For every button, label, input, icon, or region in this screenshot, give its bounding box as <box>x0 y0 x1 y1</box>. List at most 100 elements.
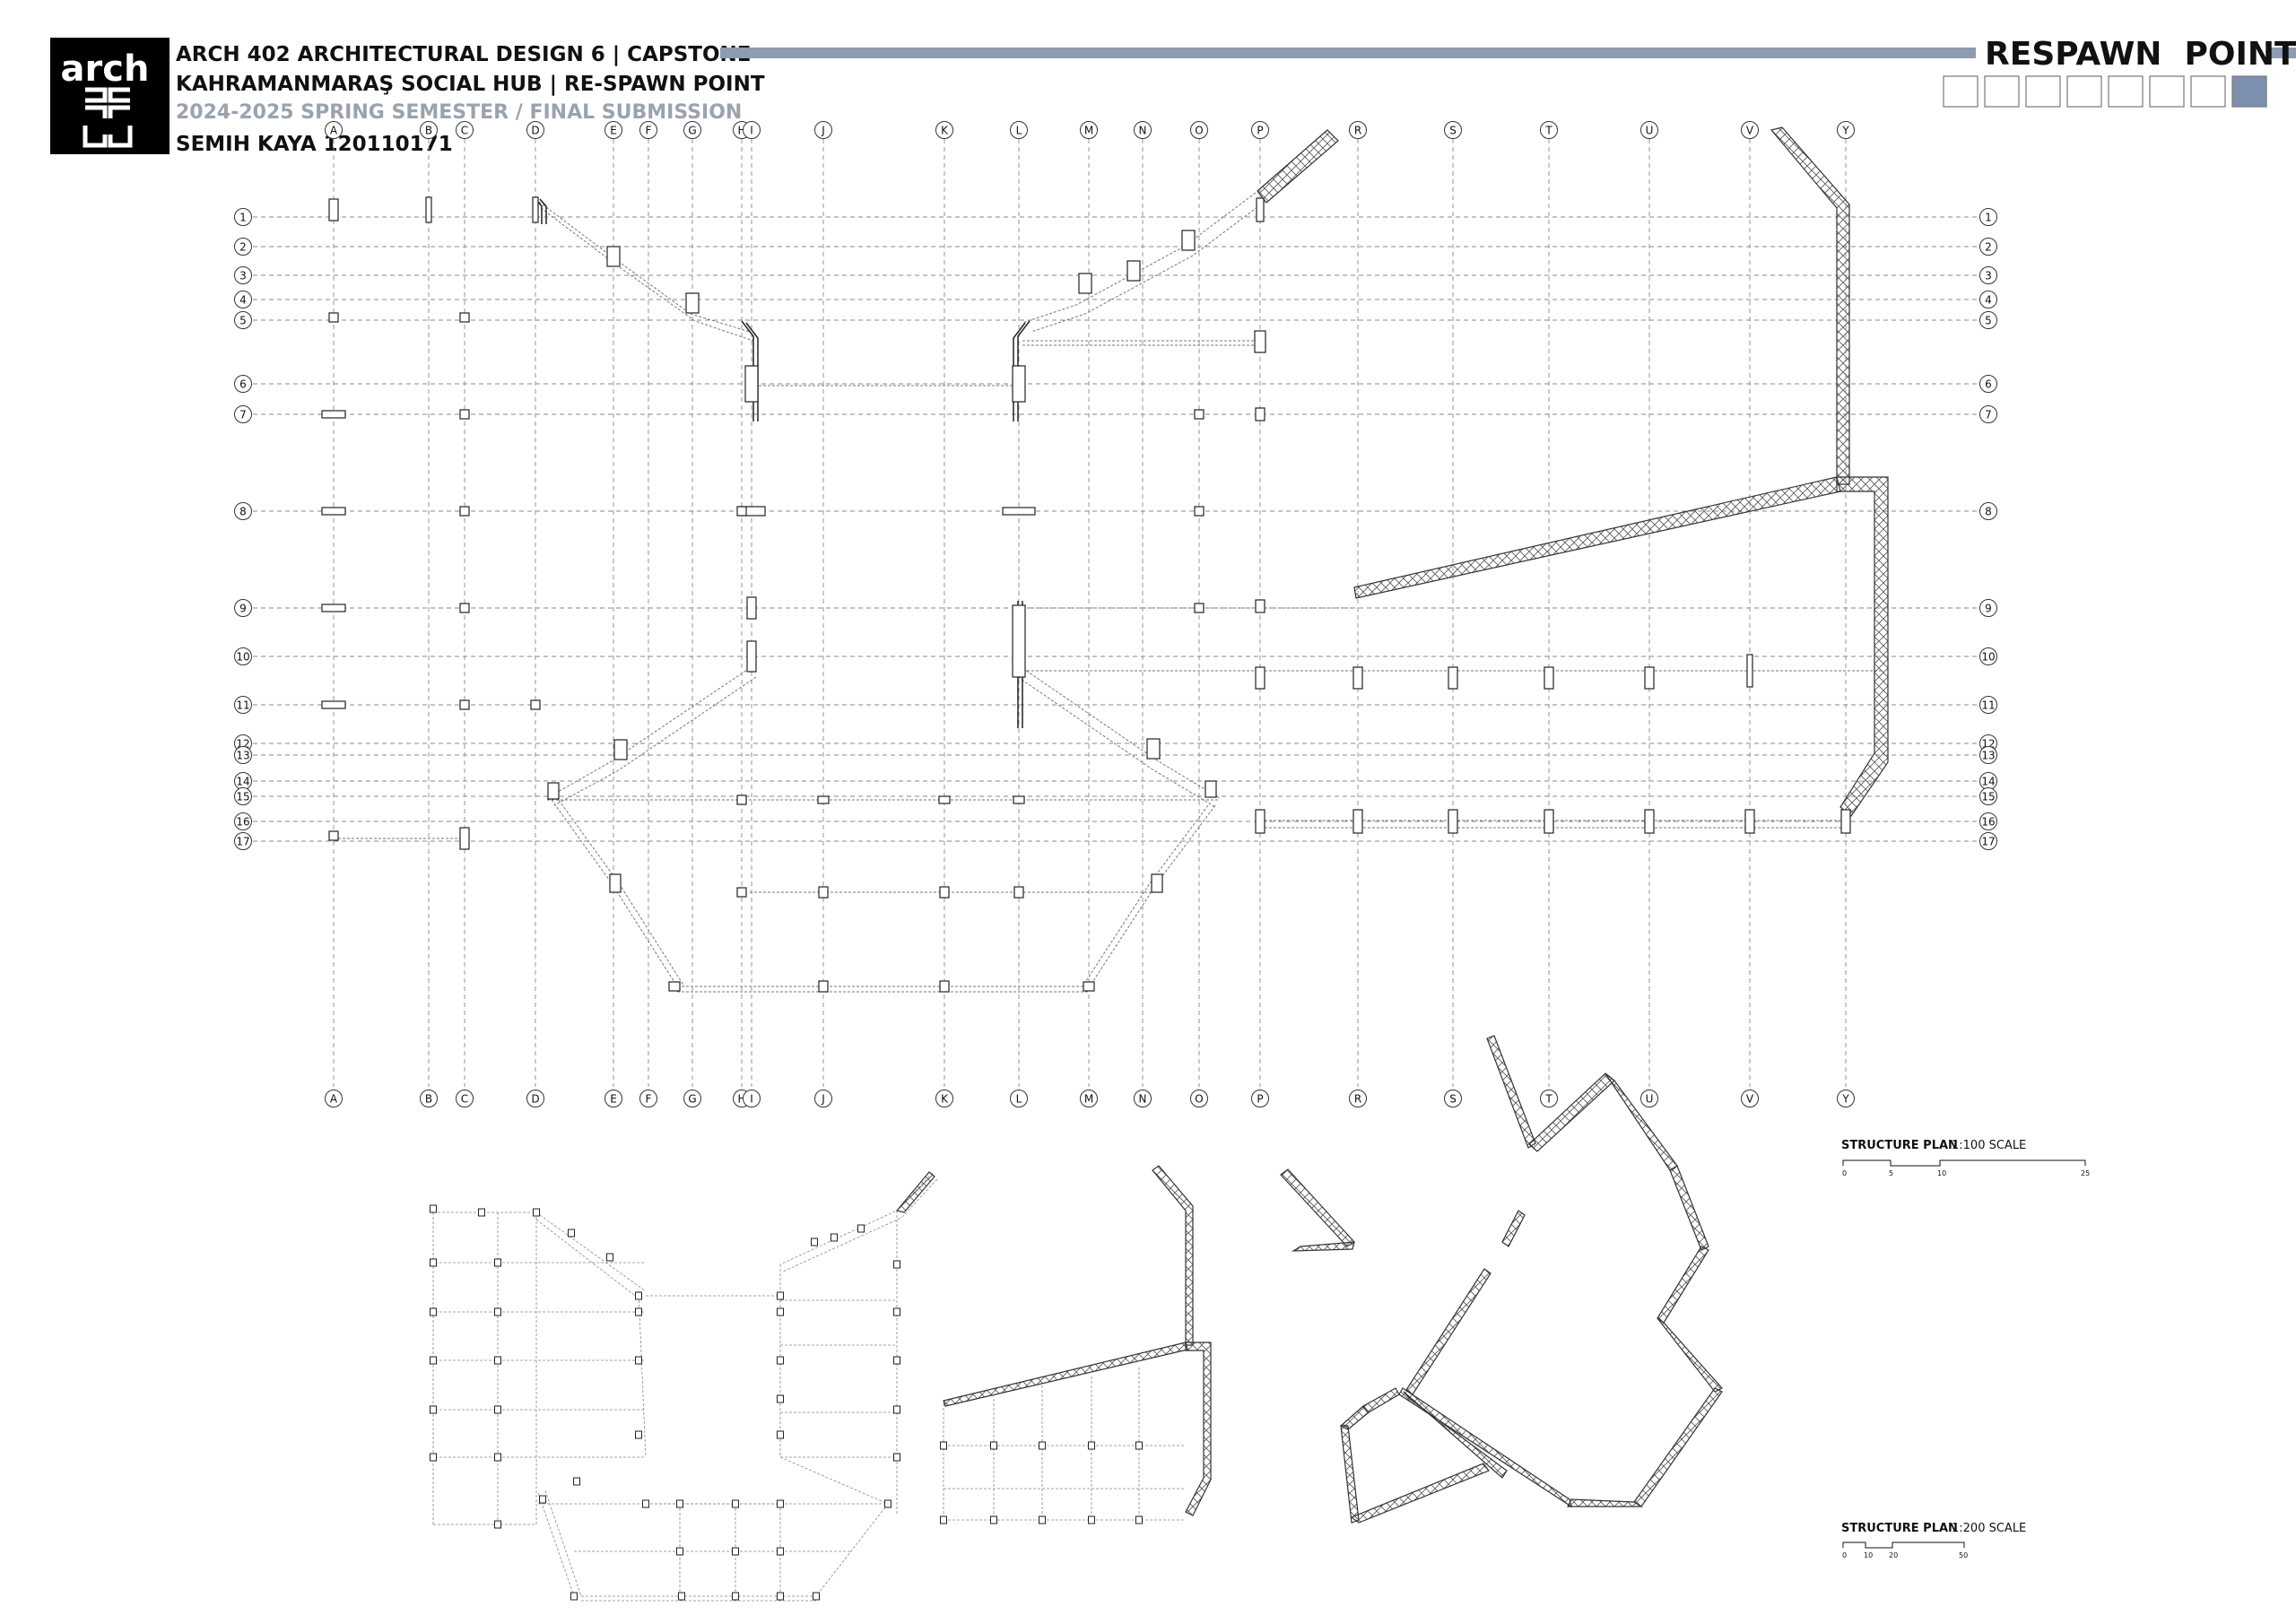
column <box>939 886 950 899</box>
grid-bubble-10-right <box>1979 647 1997 665</box>
column <box>813 1592 820 1601</box>
grid-bubble-J-bottom <box>814 1090 832 1107</box>
column <box>893 1307 900 1316</box>
column <box>1255 666 1265 690</box>
column <box>1078 273 1092 294</box>
column <box>736 506 747 517</box>
column <box>1083 981 1095 992</box>
grid-label-Y: Y <box>1841 1093 1849 1106</box>
column <box>494 1356 501 1365</box>
column <box>430 1356 437 1365</box>
grid-label-3: 3 <box>239 270 247 282</box>
column <box>1181 230 1196 251</box>
column <box>857 1224 865 1233</box>
column <box>570 1592 578 1601</box>
grid-bubble-P-top <box>1251 121 1269 139</box>
column <box>1205 780 1217 798</box>
grid-label-10: 10 <box>236 651 249 664</box>
column <box>777 1592 784 1601</box>
scale-1-tick-1: 5 <box>1889 1169 1893 1177</box>
column <box>494 1405 501 1414</box>
grid-label-4: 4 <box>239 294 247 307</box>
grid-label-H: H <box>737 125 745 137</box>
grid-label-13: 13 <box>236 750 249 762</box>
column <box>1013 795 1025 804</box>
sheet-box-8 <box>2231 75 2267 108</box>
header-line-2: KAHRAMANMARAŞ SOCIAL HUB | RE-SPAWN POIN… <box>176 73 765 96</box>
grid-bubble-16-left <box>234 812 252 830</box>
grid-bubble-V-bottom <box>1741 1090 1759 1107</box>
column <box>1135 1515 1143 1524</box>
grid-label-D: D <box>531 125 539 137</box>
grid-bubble-Y-bottom <box>1837 1090 1855 1107</box>
grid-bubble-D-top <box>526 121 544 139</box>
logo-text: arch <box>61 48 150 90</box>
grid-label-5: 5 <box>1985 315 1992 327</box>
sheet-index-boxes <box>1943 75 2267 108</box>
column <box>893 1453 900 1462</box>
grid-bubble-B-top <box>420 121 438 139</box>
grid-bubble-C-top <box>456 121 474 139</box>
accent-bar <box>720 48 1976 58</box>
grid-bubble-8-right <box>1979 502 1997 520</box>
column <box>1126 260 1141 282</box>
sheet-box-5 <box>2108 75 2144 108</box>
column <box>635 1356 642 1365</box>
column <box>1012 604 1026 678</box>
column <box>668 981 681 992</box>
column <box>676 1547 683 1556</box>
grid-label-11: 11 <box>1981 699 1995 712</box>
grid-label-U: U <box>1646 1093 1654 1106</box>
plan-2-scale: 1:200 SCALE <box>1952 1522 2026 1535</box>
grid-label-R: R <box>1354 125 1361 137</box>
grid-label-14: 14 <box>1981 776 1995 788</box>
column <box>321 604 346 612</box>
small-plan-left <box>430 1165 1212 1602</box>
grid-label-7: 7 <box>1985 409 1992 421</box>
column <box>940 1441 947 1450</box>
grid-label-U: U <box>1646 125 1654 137</box>
column <box>533 1208 540 1217</box>
grid-label-J: J <box>821 125 825 137</box>
grid-bubble-2-right <box>1979 238 1997 256</box>
sheet-box-2 <box>1984 75 2020 108</box>
grid-label-G: G <box>688 125 696 137</box>
grid-label-O: O <box>1195 125 1203 137</box>
grid-label-17: 17 <box>1981 836 1995 848</box>
grid-label-A: A <box>330 1093 338 1106</box>
grid-bubble-L-bottom <box>1010 1090 1028 1107</box>
grid-label-7: 7 <box>239 409 247 421</box>
grid-bubble-T-top <box>1540 121 1558 139</box>
column <box>328 312 339 323</box>
grid-bubble-I-top <box>743 121 761 139</box>
column <box>1012 365 1026 403</box>
column <box>459 699 470 710</box>
grid-label-M: M <box>1084 125 1093 137</box>
grid-label-N: N <box>1139 125 1147 137</box>
column <box>1151 873 1163 893</box>
column <box>884 1499 891 1508</box>
logo-mark <box>83 87 133 148</box>
grid-label-F: F <box>646 125 652 137</box>
columns-small <box>430 1204 1143 1601</box>
grid-label-N: N <box>1139 1093 1147 1106</box>
grid-label-K: K <box>941 1093 949 1106</box>
column <box>609 873 622 893</box>
column <box>478 1208 485 1217</box>
scale-1-tick-3: 25 <box>2081 1169 2090 1177</box>
grid-label-2: 2 <box>239 241 247 254</box>
grid-bubble-D-bottom <box>526 1090 544 1107</box>
column <box>494 1258 501 1267</box>
grid-label-A: A <box>330 125 338 137</box>
sheet-box-4 <box>2066 75 2102 108</box>
column <box>746 596 757 620</box>
grid-bubble-17-left <box>234 832 252 850</box>
truss-walls-main <box>1257 126 1889 817</box>
column <box>606 246 621 267</box>
column <box>732 1592 739 1601</box>
column <box>1146 738 1161 760</box>
column <box>990 1441 997 1450</box>
column <box>635 1430 642 1439</box>
grid-label-E: E <box>610 1093 617 1106</box>
column <box>893 1405 900 1414</box>
